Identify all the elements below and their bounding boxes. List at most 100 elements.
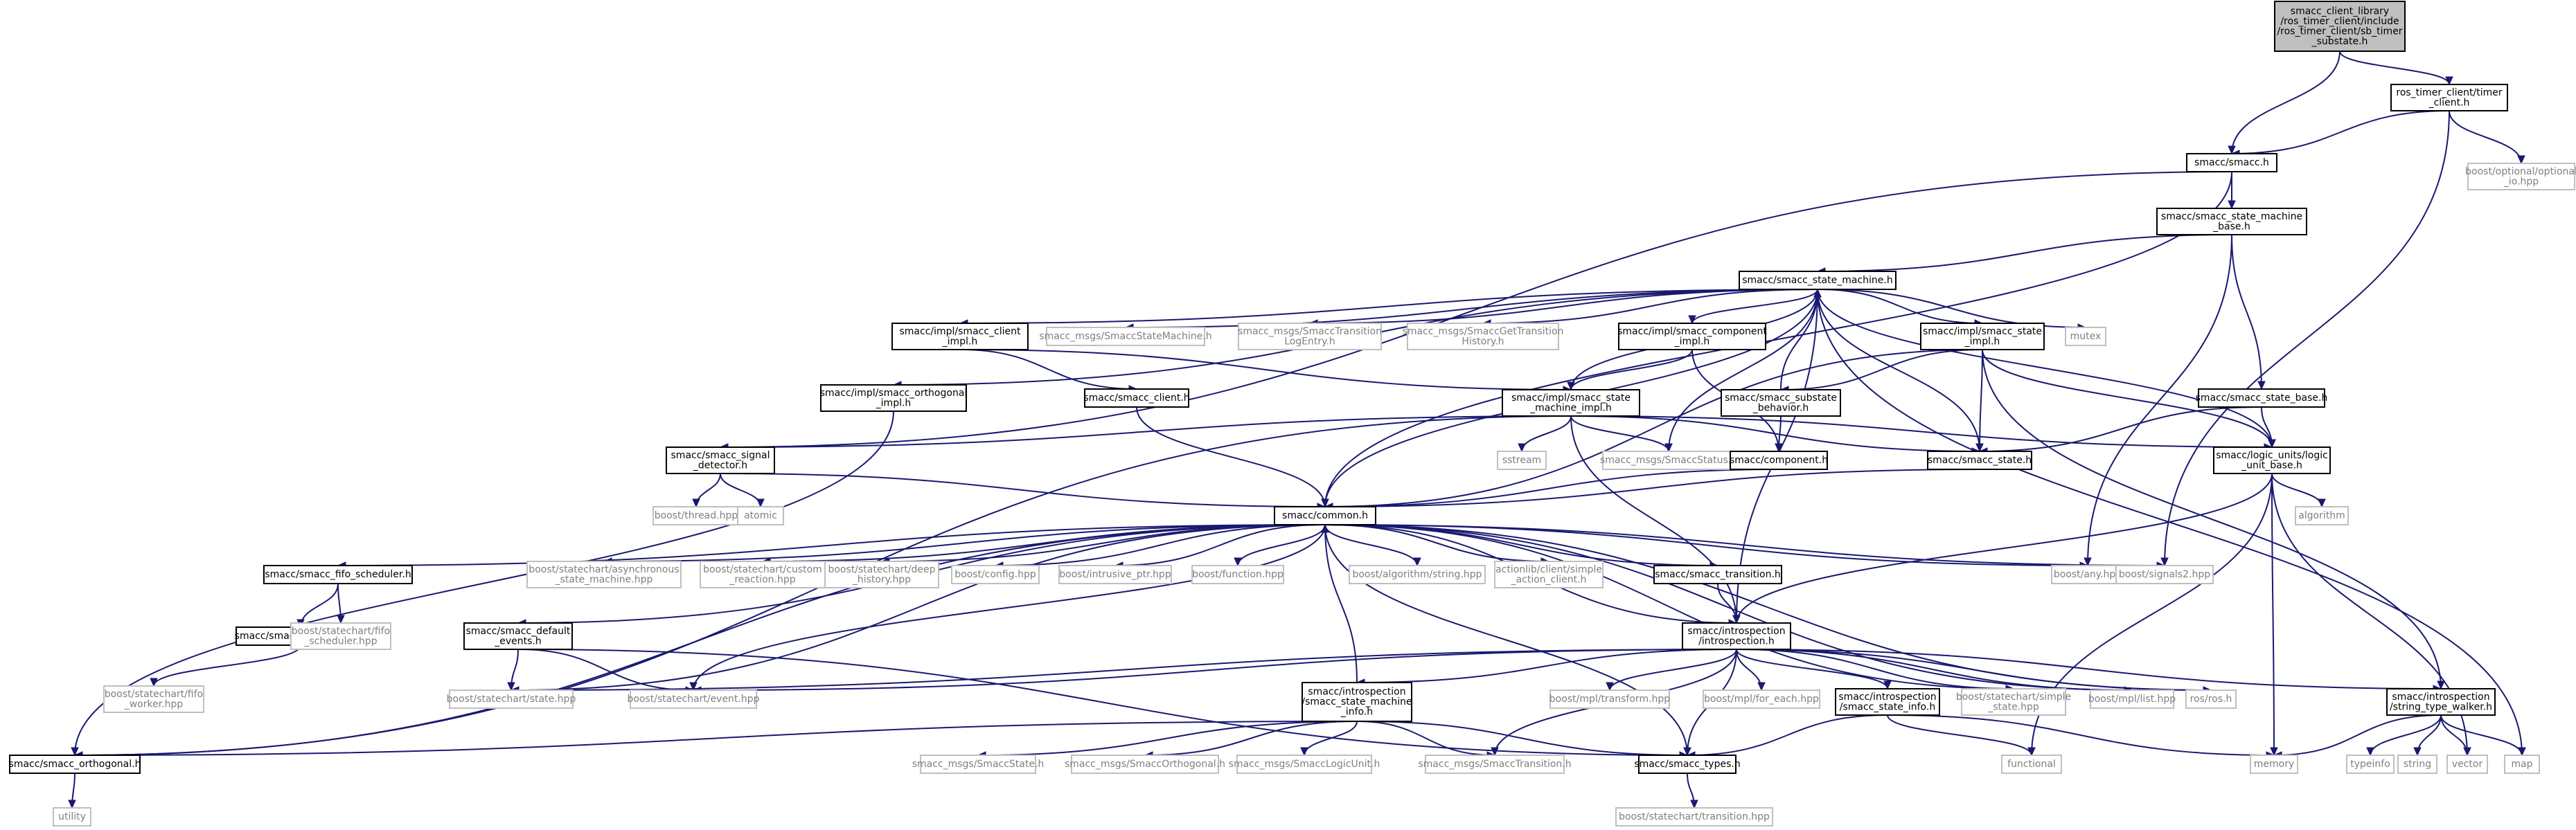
node-label: smacc/smacc_fifo_scheduler.h (265, 569, 411, 580)
node-box (1425, 755, 1565, 774)
node-box (1730, 451, 1828, 470)
edge-root-to-smacc-h (2231, 51, 2340, 154)
node-box (2467, 163, 2575, 190)
node-state-base[interactable]: smacc/smacc_state_base.h (2196, 388, 2328, 408)
edge-sm-base-to-boost-any (2087, 234, 2232, 566)
arrowhead-sm-impl-to-sstream (1518, 443, 1526, 453)
node-label: _history.hpp (852, 574, 911, 585)
node-msg-lu: smacc_msgs/SmaccLogicUnit.h (1229, 755, 1380, 774)
node-component-h[interactable]: smacc/component.h (1730, 451, 1828, 470)
edge-common-to-bsc-async (603, 524, 1326, 562)
arrowhead-state-impl-to-state-h (1975, 443, 1984, 453)
node-label: smacc_msgs/SmaccTransition (1238, 326, 1382, 337)
node-box (1653, 565, 1782, 584)
node-label: boost/statechart/asynchronous (528, 564, 679, 575)
node-label: _unit_base.h (2241, 460, 2302, 471)
node-substate-beh[interactable]: smacc/smacc_substate_behavior.h (1721, 389, 1841, 417)
node-orth-impl[interactable]: smacc/impl/smacc_orthogonal_impl.h (820, 384, 968, 412)
node-sm-h[interactable]: smacc/smacc_state_machine.h (1739, 271, 1897, 290)
node-box (2390, 84, 2508, 111)
node-label: smacc/common.h (1282, 510, 1368, 521)
node-label: _events.h (494, 635, 542, 647)
node-memory: memory (2250, 755, 2298, 774)
node-label: ros_timer_client/timer (2396, 87, 2502, 98)
node-box (1238, 323, 1382, 350)
edge-stw-to-typeinfo (2370, 714, 2442, 756)
edge-sm-base-to-state-base (2231, 234, 2262, 390)
node-types-h[interactable]: smacc/smacc_types.h (1634, 755, 1741, 774)
node-box (891, 323, 1029, 350)
node-sm-impl[interactable]: smacc/impl/smacc_state_machine_impl.h (1502, 389, 1640, 417)
node-box (1721, 389, 1841, 417)
node-label: LogEntry.h (1284, 336, 1335, 347)
node-client-impl[interactable]: smacc/impl/smacc_client_impl.h (891, 323, 1029, 350)
node-boost-algstr: boost/algorithm/string.hpp (1349, 565, 1486, 584)
node-box (526, 561, 682, 588)
node-box (2295, 506, 2349, 525)
node-label: boost/statechart/custom (703, 564, 822, 575)
node-box (1407, 323, 1559, 350)
edge-common-to-boost-signals2 (1324, 524, 2165, 566)
arrowhead-root-to-smacc-h (2228, 145, 2236, 155)
edge-sm-impl-to-state-h (1570, 415, 1980, 452)
node-label: _machine_impl.h (1529, 402, 1612, 413)
edge-substate-beh-to-sm-h (1780, 289, 1818, 390)
arrowhead-signal-det-to-boost-thread (692, 498, 700, 508)
node-label: _state.hpp (1987, 701, 2039, 712)
node-signal-det[interactable]: smacc/smacc_signal_detector.h (666, 446, 775, 474)
node-box (463, 622, 573, 650)
node-label: boost/any.hpp (2054, 569, 2122, 580)
node-boost-signals2: boost/signals2.hpp (2115, 565, 2214, 584)
node-label: boost/function.hpp (1192, 569, 1283, 580)
node-box (2090, 689, 2174, 709)
node-default-events[interactable]: smacc/smacc_default_events.h (463, 622, 573, 650)
node-box (824, 561, 939, 588)
node-box (2250, 755, 2298, 774)
edge-sm-base-to-sm-h (1817, 234, 2232, 272)
node-transition-h[interactable]: smacc/smacc_transition.h (1653, 565, 1782, 584)
node-state-h[interactable]: smacc/smacc_state.h (1927, 451, 2032, 470)
node-stw[interactable]: smacc/introspection/string_type_walker.h (2386, 688, 2496, 716)
node-orthogonal[interactable]: smacc/smacc_orthogonal.h (9, 755, 141, 774)
node-bsc-fifo-sched: boost/statechart/fifo_scheduler.hpp (290, 622, 391, 650)
arrowhead-state-info-to-functional (2027, 747, 2036, 757)
node-vector: vector (2446, 755, 2488, 774)
node-boost-func: boost/function.hpp (1191, 565, 1284, 584)
node-sm-info[interactable]: smacc/introspection/smacc_state_machine_… (1302, 682, 1412, 722)
node-typeinfo: typeinfo (2346, 755, 2395, 774)
node-common[interactable]: smacc/common.h (1274, 506, 1376, 525)
arrowhead-state-impl-to-stw (2437, 680, 2445, 690)
node-label: smacc/smacc_state_machine (2161, 211, 2302, 222)
node-label: smacc/smacc_state_base.h (2196, 393, 2328, 404)
edge-introspection-to-mpl-transform (1609, 649, 1737, 691)
arrowhead-stw-to-map (2518, 747, 2526, 757)
node-label: smacc_msgs/SmaccStatus.h (1600, 455, 1737, 466)
node-component-impl[interactable]: smacc/impl/smacc_component_impl.h (1617, 323, 1767, 350)
node-boost-any: boost/any.hpp (2051, 565, 2124, 584)
node-smacc-h[interactable]: smacc/smacc.h (2186, 153, 2277, 172)
node-fifo-sched[interactable]: smacc/smacc_fifo_scheduler.h (263, 565, 413, 584)
node-state-impl[interactable]: smacc/impl/smacc_state_impl.h (1920, 323, 2045, 350)
node-label: smacc/smacc_state.h (1928, 455, 2032, 466)
node-label: boost/statechart/transition.hpp (1619, 811, 1770, 822)
arrowhead-state-base-to-logic-unit (2268, 439, 2276, 449)
node-algorithm: algorithm (2295, 506, 2349, 525)
node-box (1961, 688, 2066, 716)
node-logic-unit[interactable]: smacc/logic_units/logic_unit_base.h (2213, 446, 2331, 474)
node-introspection[interactable]: smacc/introspection/introspection.h (1682, 622, 1791, 650)
node-state-info[interactable]: smacc/introspection/smacc_state_info.h (1835, 688, 1940, 716)
node-msg-trans: smacc_msgs/SmaccTransition.h (1418, 755, 1572, 774)
node-box (1920, 323, 2045, 350)
node-label: smacc/impl/smacc_state (1511, 393, 1631, 404)
node-timer-client[interactable]: ros_timer_client/timer_client.h (2390, 84, 2508, 111)
edge-sm-impl-to-sstream (1521, 415, 1572, 452)
node-client-h[interactable]: smacc/smacc_client.h (1083, 388, 1190, 408)
node-sm-base[interactable]: smacc/smacc_state_machine_base.h (2156, 208, 2307, 235)
node-label: _impl.h (1674, 336, 1710, 347)
edge-sm-impl-to-msg-status (1570, 415, 1669, 452)
node-box (2446, 755, 2488, 774)
arrowhead-sm-base-to-boost-any (2084, 557, 2092, 567)
node-label: smacc/smacc_types.h (1634, 759, 1740, 770)
node-boost-thread: boost/thread.hpp (652, 506, 740, 525)
